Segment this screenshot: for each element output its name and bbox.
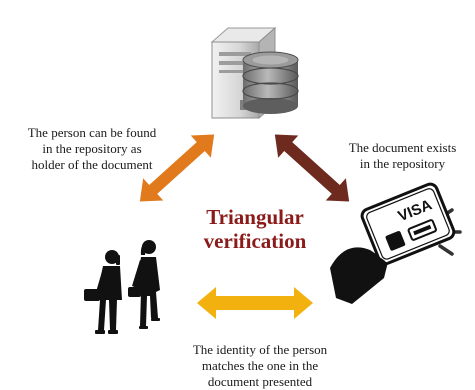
diagram-title: Triangular verification	[170, 205, 340, 253]
caption-document-exists: The document exists in the repository	[330, 140, 475, 172]
caption-line: The person can be found	[27, 125, 157, 140]
caption-line: document presented	[207, 374, 313, 389]
visa-card-in-hand-icon: VISA	[330, 182, 462, 304]
people-walking-icon	[84, 240, 160, 334]
caption-line: in the repository as	[42, 141, 142, 156]
caption-line: matches the one in the	[201, 358, 319, 373]
title-line-1: Triangular	[206, 205, 304, 229]
caption-line: The identity of the person	[192, 342, 328, 357]
double-arrow-right	[274, 134, 350, 202]
double-arrow-left	[139, 134, 215, 202]
server-database-icon	[210, 26, 299, 120]
caption-line: holder of the document	[31, 157, 153, 172]
title-line-2: verification	[203, 229, 307, 253]
caption-line: The document exists	[348, 140, 457, 155]
caption-person-in-repository: The person can be found in the repositor…	[2, 125, 182, 173]
caption-line: in the repository	[359, 156, 446, 171]
caption-identity-matches: The identity of the person matches the o…	[160, 342, 360, 390]
double-arrow-bottom	[197, 287, 313, 319]
